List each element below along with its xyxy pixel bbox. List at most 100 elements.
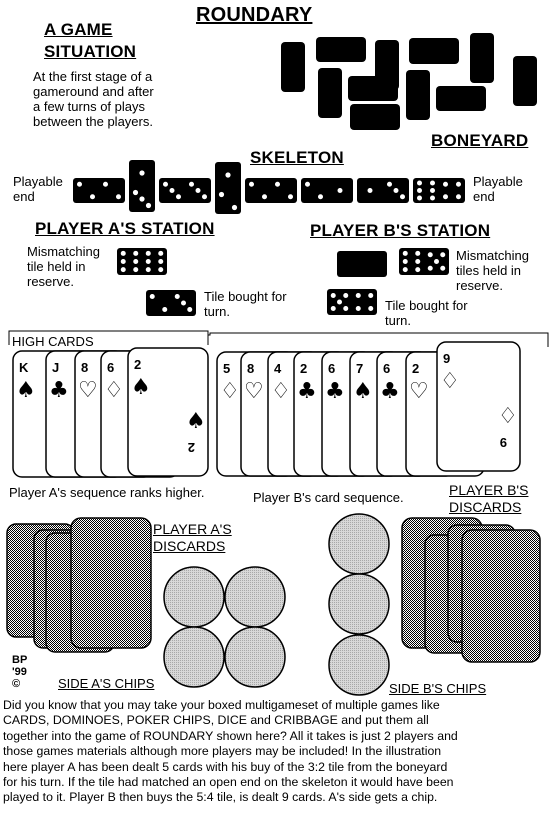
boneyard-tiles — [281, 33, 537, 130]
boneyard-tile — [409, 38, 459, 64]
boneyard-tile — [470, 33, 494, 83]
card-suit: ♢ — [498, 404, 518, 429]
domino-pip — [430, 195, 435, 201]
card-suit: ♢ — [440, 369, 460, 394]
domino-pip — [145, 259, 151, 264]
skeleton-label: SKELETON — [250, 148, 344, 167]
domino-pip — [163, 181, 168, 187]
label-line: Playable — [13, 174, 63, 189]
domino-pip — [218, 191, 225, 198]
domino-pip — [368, 293, 374, 298]
card-suit: ♠ — [186, 409, 206, 434]
card-suit: ♢ — [220, 379, 240, 404]
player-b-discards — [401, 517, 541, 663]
domino-pip — [305, 181, 310, 187]
blank-domino-tile — [337, 251, 387, 277]
player-a-station-label: PLAYER A'S STATION — [35, 219, 215, 238]
domino-tile — [301, 178, 353, 203]
domino-pip — [456, 194, 461, 200]
domino-pip — [145, 267, 151, 273]
player-a-discards-label: PLAYER A'S DISCARDS — [153, 521, 232, 555]
domino-pip — [158, 250, 164, 256]
domino-pip — [133, 267, 139, 273]
footer-line: CARDS, DOMINOES, POKER CHIPS, DICE and C… — [3, 713, 429, 728]
domino-pip — [443, 194, 448, 200]
domino-pip — [120, 267, 126, 273]
domino-pip — [402, 267, 408, 273]
domino-pip — [387, 181, 392, 187]
domino-pip — [343, 306, 349, 311]
domino-pip — [288, 194, 293, 200]
domino-pip — [417, 180, 422, 186]
poker-chip — [328, 513, 390, 575]
domino-pip — [440, 252, 446, 258]
domino-tile — [245, 178, 297, 203]
card-rank: 6 — [383, 361, 390, 376]
domino-pip — [355, 293, 361, 298]
player-b-station-label: PLAYER B'S STATION — [310, 221, 491, 240]
game-situation-heading-line2: SITUATION — [44, 42, 137, 61]
domino-pip — [402, 250, 408, 256]
domino-pip — [402, 259, 408, 264]
domino-pip — [337, 188, 343, 193]
card-rank: 5 — [223, 361, 230, 376]
side-b-chips — [328, 513, 390, 696]
footer-text: Did you know that you may take your boxe… — [3, 698, 549, 806]
domino-pip — [133, 250, 139, 256]
domino-pip — [139, 196, 145, 202]
side-a-chips-label: SIDE A'S CHIPS — [58, 676, 155, 691]
domino-pip — [90, 194, 95, 200]
footer-line: Did you know that you may take your boxe… — [3, 698, 440, 712]
domino-pip — [415, 259, 421, 264]
discard-card — [461, 529, 541, 663]
domino-pip — [430, 188, 435, 193]
station-dominoes — [117, 248, 449, 316]
domino-pip — [139, 170, 145, 176]
card-suit: ♡ — [244, 379, 264, 404]
page-title: ROUNDARY — [196, 4, 313, 26]
game-situation-description: At the first stage of a gameround and af… — [33, 69, 154, 129]
domino-tile — [215, 162, 241, 214]
description-line: gameround and after — [33, 84, 154, 99]
card-rank: 2 — [300, 361, 307, 376]
domino-pip — [231, 204, 238, 211]
domino-tile — [129, 160, 155, 212]
card-rank: K — [19, 360, 29, 375]
card-rank: 6 — [107, 360, 114, 375]
description-line: a few turns of plays — [33, 99, 145, 114]
domino-pip — [337, 299, 342, 305]
card-rank: 8 — [247, 361, 254, 376]
side-a-chips — [163, 566, 286, 688]
label-line: Mismatching — [456, 248, 529, 263]
signature-line: '99 — [12, 666, 27, 678]
domino-pip — [318, 194, 323, 200]
domino-pip — [456, 181, 461, 187]
card-suit: ♠ — [16, 378, 36, 403]
label-line: tiles held in — [456, 263, 522, 278]
footer-line: those games materials although more play… — [3, 744, 442, 759]
footer-line: for his turn. If the tile had matched an… — [3, 775, 454, 790]
card-suit: ♣ — [297, 379, 317, 404]
domino-pip — [174, 294, 180, 299]
label-line: turn. — [385, 313, 412, 328]
right-playable-end-label: Playable end — [473, 174, 523, 204]
player-a-bought-label: Tile bought for turn. — [204, 289, 287, 319]
player-b-sequence-caption: Player B's card sequence. — [253, 490, 404, 505]
label-line: reserve. — [27, 274, 74, 289]
domino-pip — [149, 294, 155, 299]
domino-pip — [415, 250, 421, 256]
domino-tile — [117, 248, 167, 275]
domino-pip — [202, 194, 207, 200]
footer-line: played to it. Player B then buys the 5:4… — [3, 790, 438, 805]
player-b-discards-label: PLAYER B'S DISCARDS — [449, 482, 528, 516]
domino-pip — [330, 306, 336, 311]
high-cards-bracket — [8, 330, 549, 347]
card-suit: ♡ — [78, 378, 98, 403]
domino-pip — [103, 181, 108, 187]
domino-pip — [181, 300, 186, 306]
card-rank: 9 — [500, 435, 507, 450]
footer-line: here player A has been dealt 5 cards wit… — [3, 759, 448, 774]
boneyard-tile — [513, 56, 537, 106]
skeleton-dominoes — [73, 160, 465, 214]
label-line: Playable — [473, 174, 523, 189]
